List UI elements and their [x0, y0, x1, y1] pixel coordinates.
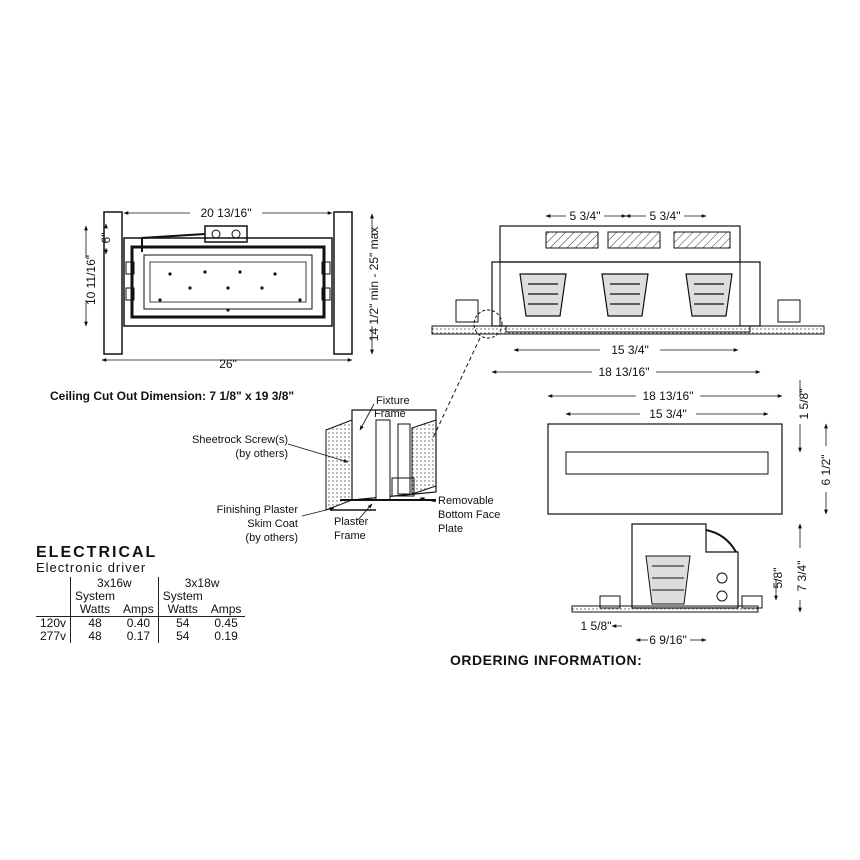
electrical-title: ELECTRICAL [36, 544, 158, 561]
dim-face-inner: 15 3/4" [649, 407, 687, 421]
watts-header-1: Watts [70, 603, 120, 617]
dim-end-left: 1 5/8" [581, 619, 612, 633]
label-sheetrock-2: (by others) [235, 448, 288, 460]
dim-right-range: 14 1/2" min - 25" max [367, 227, 381, 342]
system-label-2: System [157, 590, 207, 603]
amps-header-1: Amps [123, 602, 154, 616]
face-dimension-lines [547, 380, 828, 515]
install-detail [325, 409, 437, 511]
amps-cell: 0.17 [126, 629, 151, 643]
dim-side-inner: 15 3/4" [611, 343, 649, 357]
detail-leader-lines [287, 403, 437, 521]
end-dimension-lines [611, 523, 802, 642]
voltage-cell: 120v [36, 616, 71, 630]
electrical-subtitle: Electronic driver [36, 560, 147, 575]
dim-face-height: 6 1/2" [819, 455, 833, 486]
dim-face-edge: 1 5/8" [797, 389, 811, 420]
label-finishing-3: (by others) [245, 532, 298, 544]
table-row: 120v 48 0.40 54 0.45 [36, 616, 246, 630]
electrical-table: 3x16w 3x18w System System Watts Amps Wat… [36, 577, 246, 643]
watts-cell: 54 [157, 616, 207, 630]
col-group-2: 3x18w [157, 577, 246, 590]
label-finishing-2: Skim Coat [247, 518, 298, 530]
electrical-section: ELECTRICAL Electronic driver 3x16w 3x18w… [36, 544, 336, 643]
dim-left-outer: 10 11/16" [84, 255, 98, 305]
table-row: 277v 48 0.17 54 0.19 [36, 630, 245, 643]
dim-face-outer: 18 13/16" [643, 389, 694, 403]
dim-side-pitch-1: 5 3/4" [570, 209, 601, 223]
dim-side-outer: 18 13/16" [599, 365, 650, 379]
voltage-cell: 277v [40, 629, 67, 643]
label-removable-3: Plate [438, 523, 463, 535]
amps-cell: 0.45 [206, 616, 246, 630]
dim-side-pitch-2: 5 3/4" [650, 209, 681, 223]
watts-cell: 48 [70, 630, 120, 643]
end-elevation [571, 523, 763, 613]
dim-top-width: 20 13/16" [201, 206, 252, 220]
watts-cell: 48 [70, 616, 120, 630]
plan-view [103, 211, 353, 355]
label-fixture-frame-2: Frame [374, 408, 406, 420]
dim-end-small: 5/8" [771, 568, 785, 589]
plan-dimension-lines [84, 211, 374, 362]
dim-bottom-width: 26" [219, 357, 237, 371]
label-plaster-2: Frame [334, 530, 366, 542]
ordering-heading: ORDERING INFORMATION: [450, 652, 643, 668]
cutout-dimension: Ceiling Cut Out Dimension: 7 1/8" x 19 3… [50, 389, 294, 403]
watts-cell: 54 [157, 630, 207, 643]
dim-end-bottom: 6 9/16" [649, 633, 687, 647]
amps-cell: 0.40 [119, 616, 159, 630]
amps-cell: 0.19 [214, 629, 238, 643]
label-removable-2: Bottom Face [438, 509, 500, 521]
face-plate-view [547, 423, 783, 515]
label-fixture-frame-1: Fixture [376, 395, 410, 407]
watts-header-2: Watts [157, 603, 207, 617]
side-dimension-lines [491, 214, 761, 374]
side-elevation [431, 225, 825, 441]
dim-end-height: 7 3/4" [795, 561, 809, 592]
label-plaster-1: Plaster [334, 516, 369, 528]
system-label-1: System [70, 590, 120, 603]
label-sheetrock-1: Sheetrock Screw(s) [192, 434, 288, 446]
col-group-1: 3x16w [70, 577, 159, 590]
dim-left-inner: 6" [99, 233, 113, 244]
label-removable-1: Removable [438, 495, 494, 507]
label-finishing-1: Finishing Plaster [217, 504, 299, 516]
amps-header-2: Amps [210, 602, 242, 616]
